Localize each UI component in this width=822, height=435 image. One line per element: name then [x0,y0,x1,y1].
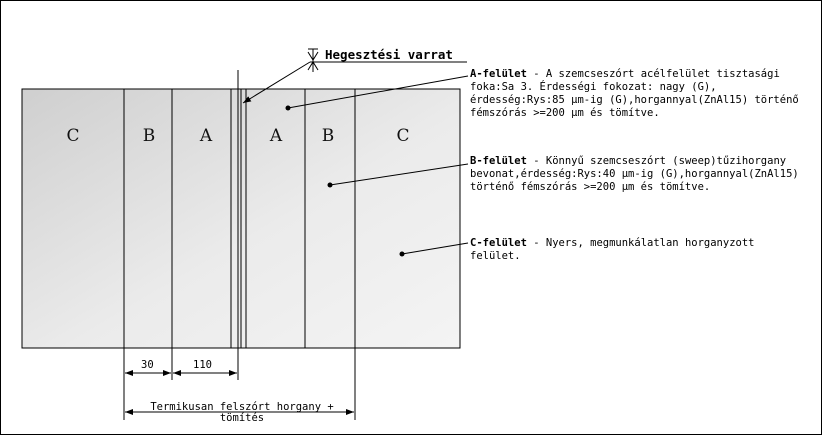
leader-c [401,242,469,255]
note-a-line: - A szemcseszórt acélfelület tisztasági [526,68,780,80]
note-b-line: - Könnyű szemcseszórt (sweep)tűzihorgany [526,155,787,167]
dimension-label-total: Termikusan felszórt horgany + tömítés [128,402,356,424]
dimension-label-110: 110 [193,359,212,371]
note-c-title: C-felület [470,237,527,249]
note-b: B-felület - Könnyű szemcseszórt (sweep)t… [470,155,799,194]
note-c: C-felület - Nyers, megmunkálatlan horgan… [470,237,754,263]
leader-b-dot [327,182,333,188]
leader-a [287,75,469,109]
weld-leader-line [242,61,311,104]
note-b-line: bevonat,érdesség:Rys:40 µm-ig (G),horgan… [470,168,799,180]
dimension-label-30: 30 [141,359,154,371]
weld-symbol-icon [307,48,319,72]
note-c-line: felület. [470,250,521,262]
note-a-line: érdesség:Rys:85 µm-ig (G),horgannyal(ZnA… [470,94,799,106]
note-b-title: B-felület [470,155,527,167]
total-label-line: Termikusan felszórt horgany + [150,401,334,413]
zone-label-a-left: A [199,126,213,146]
zone-label-b-right: B [321,126,335,146]
note-c-line: - Nyers, megmunkálatlan horganyzott [526,237,755,249]
zone-label-a-right: A [269,126,283,146]
zone-label-c-right: C [396,126,410,146]
total-label-line: tömítés [219,412,265,424]
note-a-line: fémszórás >=200 µm és tömítve. [470,107,660,119]
note-a-title: A-felület [470,68,527,80]
leader-b [329,163,469,186]
leader-c-dot [399,251,405,257]
leader-a-dot [285,105,291,111]
zone-label-c-left: C [66,126,80,146]
note-b-line: történő fémszórás >=200 µm és tömítve. [470,181,711,193]
note-a: A-felület - A szemcseszórt acélfelület t… [470,68,799,120]
weld-label: Hegesztési varrat [325,47,453,62]
note-a-line: foka:Sa 3. Érdességi fokozat: nagy (G), [470,81,717,93]
zone-label-b-left: B [142,126,156,146]
